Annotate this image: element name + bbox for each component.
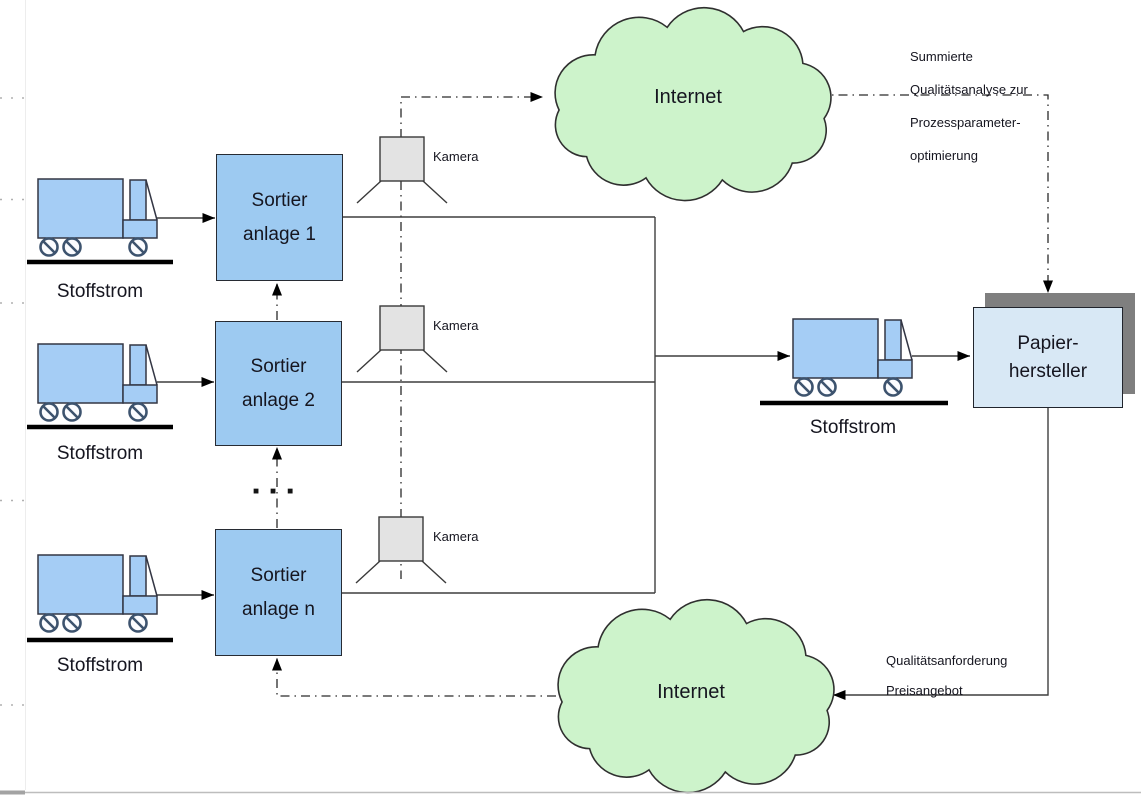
wheel-icon bbox=[817, 377, 837, 397]
truck-icon bbox=[37, 343, 158, 404]
scrollbar-thumb[interactable] bbox=[0, 790, 25, 795]
camera-icon bbox=[356, 305, 448, 373]
wheel-icon bbox=[128, 237, 148, 257]
sorting-plant-1-label-line2: anlage 1 bbox=[243, 223, 316, 245]
annotation-line: Qualitätsanalyse zur bbox=[910, 82, 1028, 97]
truck-icon bbox=[37, 178, 158, 239]
wheel-icon bbox=[39, 237, 59, 257]
paper-manufacturer-label-line2: hersteller bbox=[1008, 360, 1088, 382]
sorting-plant-n-label-line2: anlage n bbox=[242, 598, 315, 620]
internet-to-paper-link bbox=[818, 94, 1053, 293]
stoffstrom-label-4: Stoffstrom bbox=[809, 417, 897, 438]
annotation-line: Prozessparameter- bbox=[910, 115, 1021, 130]
sorting-plant-1-box: Sortier anlage 1 bbox=[216, 154, 343, 281]
wheel-icon bbox=[39, 613, 59, 633]
paper-to-internet-line bbox=[833, 408, 1049, 700]
stoffstrom-label-3: Stoffstrom bbox=[56, 655, 144, 676]
wheel-icon bbox=[883, 377, 903, 397]
annotation-line: Qualitätsanforderung bbox=[886, 653, 1008, 668]
sorting-plant-n-label-line1: Sortier bbox=[250, 564, 307, 586]
truck-icon bbox=[792, 318, 913, 379]
sorting-plant-n-box: Sortier anlage n bbox=[215, 529, 342, 656]
annotation-line: Summierte bbox=[910, 49, 973, 64]
annotation-quality-request: Qualitätsanforderung Preisangebot bbox=[886, 646, 1007, 706]
paper-manufacturer-label-line1: Papier- bbox=[1017, 332, 1079, 354]
wheel-icon bbox=[128, 402, 148, 422]
stoffstrom-label-1: Stoffstrom bbox=[56, 281, 144, 302]
internet-to-plant-n-link bbox=[272, 658, 556, 697]
sorting-plant-1-label-line1: Sortier bbox=[251, 189, 308, 211]
wheel-icon bbox=[128, 613, 148, 633]
annotation-line: optimierung bbox=[910, 148, 978, 163]
wheel-icon bbox=[62, 237, 82, 257]
annotation-quality-analysis: Summierte Qualitätsanalyse zur Prozesspa… bbox=[910, 40, 1028, 172]
camera-label-2: Kamera bbox=[433, 318, 479, 333]
wheel-icon bbox=[62, 402, 82, 422]
page-guide-dots bbox=[0, 97, 26, 706]
camera-label-3: Kamera bbox=[433, 529, 479, 544]
camera-icon bbox=[356, 136, 448, 204]
wheel-icon bbox=[794, 377, 814, 397]
sorting-plant-2-label-line1: Sortier bbox=[250, 355, 307, 377]
sorting-plant-2-box: Sortier anlage 2 bbox=[215, 321, 342, 446]
wheel-icon bbox=[39, 402, 59, 422]
sorting-plant-2-label-line2: anlage 2 bbox=[242, 389, 315, 411]
ellipsis-dots: ■■■ bbox=[253, 486, 305, 497]
camera-to-internet-link bbox=[400, 92, 543, 138]
internet-label-bottom: Internet bbox=[657, 681, 725, 703]
paper-manufacturer-box: Papier- hersteller bbox=[973, 307, 1123, 408]
camera-label-1: Kamera bbox=[433, 149, 479, 164]
annotation-line: Preisangebot bbox=[886, 683, 963, 698]
truck-icon bbox=[37, 554, 158, 615]
internet-label-top: Internet bbox=[654, 86, 722, 108]
wheel-icon bbox=[62, 613, 82, 633]
stoffstrom-label-2: Stoffstrom bbox=[56, 443, 144, 464]
